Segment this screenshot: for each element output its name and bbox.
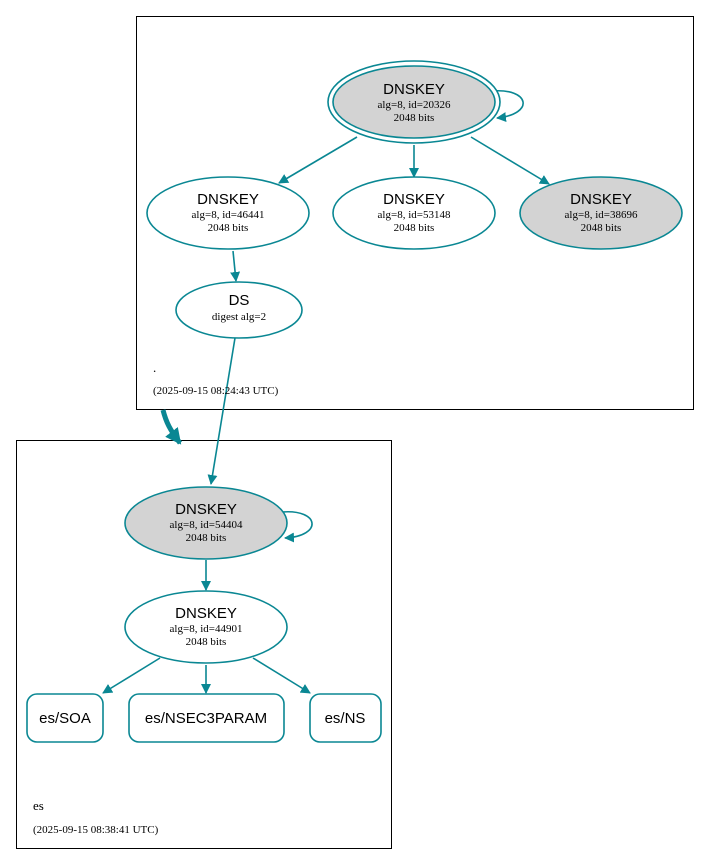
node-detail: alg=8, id=38696	[565, 209, 638, 221]
node-detail: alg=8, id=54404	[170, 519, 243, 531]
node-detail: alg=8, id=20326	[378, 99, 451, 111]
edge-root-ksk-self	[491, 90, 524, 123]
edge-delegation	[160, 409, 182, 445]
node-title: DNSKEY	[175, 501, 237, 518]
es-zone-box	[16, 440, 392, 849]
root-zone-name: .	[153, 360, 156, 375]
edge-root-ksk-to-38696	[470, 136, 550, 185]
root-zone-box	[136, 16, 694, 410]
node-detail: digest alg=2	[212, 311, 266, 323]
node-detail: 2048 bits	[394, 222, 435, 234]
node-detail: 2048 bits	[581, 222, 622, 234]
node-root-dnskey-38696: DNSKEY alg=8, id=38696 2048 bits	[519, 176, 683, 250]
edge-es-ksk-self	[281, 511, 313, 543]
node-root-dnskey-53148: DNSKEY alg=8, id=53148 2048 bits	[332, 176, 496, 250]
node-root-ksk-20326: DNSKEY alg=8, id=20326 2048 bits	[327, 60, 501, 144]
node-title: DNSKEY	[383, 81, 445, 98]
node-es-dnskey-54404: DNSKEY alg=8, id=54404 2048 bits	[124, 486, 288, 560]
node-es-ns: es/NS	[309, 693, 382, 743]
edge-ds-to-es-ksk	[207, 337, 236, 485]
edge-es-zsk-to-soa	[102, 657, 161, 694]
node-title: DS	[229, 292, 250, 309]
es-zone-name: es	[33, 798, 44, 813]
rrset-label: es/NS	[325, 710, 366, 727]
node-title: DNSKEY	[383, 191, 445, 208]
node-detail: 2048 bits	[394, 112, 435, 124]
node-detail: 2048 bits	[208, 222, 249, 234]
node-title: DNSKEY	[175, 605, 237, 622]
node-root-ds: DS digest alg=2	[175, 281, 303, 339]
node-detail: alg=8, id=53148	[378, 209, 451, 221]
rrset-label: es/NSEC3PARAM	[145, 710, 267, 727]
edge-es-zsk-to-ns	[252, 657, 311, 694]
rrset-label: es/SOA	[39, 710, 91, 727]
edge-46441-to-ds	[230, 250, 241, 282]
node-title: DNSKEY	[570, 191, 632, 208]
node-detail: alg=8, id=44901	[170, 623, 243, 635]
node-root-dnskey-46441: DNSKEY alg=8, id=46441 2048 bits	[146, 176, 310, 250]
node-detail: alg=8, id=46441	[192, 209, 265, 221]
node-title: DNSKEY	[197, 191, 259, 208]
es-zone-timestamp: (2025-09-15 08:38:41 UTC)	[33, 824, 159, 836]
node-es-dnskey-44901: DNSKEY alg=8, id=44901 2048 bits	[124, 590, 288, 664]
node-detail: 2048 bits	[186, 532, 227, 544]
root-zone-timestamp: (2025-09-15 08:24:43 UTC)	[153, 385, 279, 397]
node-es-soa: es/SOA	[26, 693, 104, 743]
node-detail: 2048 bits	[186, 636, 227, 648]
edge-root-ksk-to-46441	[278, 136, 358, 184]
node-es-nsec3param: es/NSEC3PARAM	[128, 693, 285, 743]
